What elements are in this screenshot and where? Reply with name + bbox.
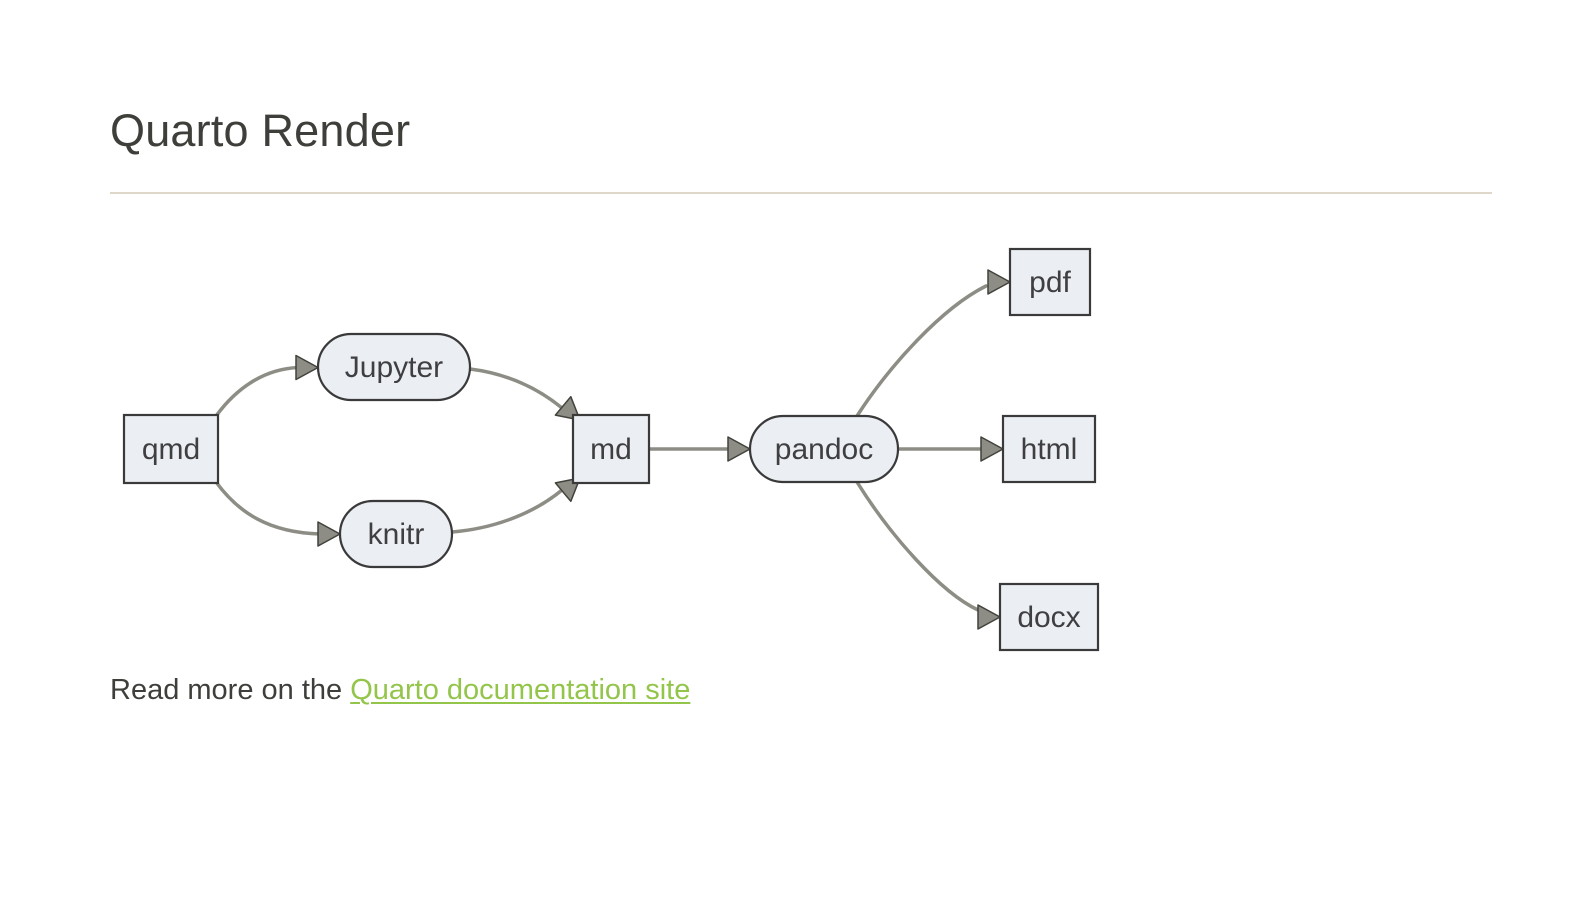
node-html-label: html xyxy=(1021,433,1078,466)
footer-text: Read more on the xyxy=(110,674,351,706)
node-jupyter: Jupyter xyxy=(316,332,472,402)
page-title: Quarto Render xyxy=(110,105,411,156)
node-knitr-label: knitr xyxy=(368,518,425,551)
node-pandoc-label: pandoc xyxy=(775,433,873,466)
arrowhead xyxy=(295,354,319,381)
node-md: md xyxy=(571,413,651,485)
node-pdf-label: pdf xyxy=(1029,266,1071,299)
node-pdf: pdf xyxy=(1008,247,1092,317)
edge-qmd-knitr xyxy=(214,480,341,547)
arrowhead xyxy=(317,521,341,547)
node-docx: docx xyxy=(998,582,1100,652)
node-md-label: md xyxy=(590,433,632,466)
node-qmd: qmd xyxy=(122,413,220,485)
edge-qmd-jupyter xyxy=(214,354,319,418)
edge-jupyter-md xyxy=(468,367,581,421)
quarto-docs-link[interactable]: Quarto documentation site xyxy=(350,674,691,706)
footer-paragraph: Read more on the Quarto documentation si… xyxy=(110,672,690,708)
edge-pandoc-docx xyxy=(855,480,1001,630)
node-knitr: knitr xyxy=(338,499,454,569)
arrowhead xyxy=(977,604,1001,630)
node-qmd-label: qmd xyxy=(142,433,200,466)
flowchart-diagram: qmd Jupyter knitr md pandoc pdf html xyxy=(122,247,1100,652)
node-jupyter-label: Jupyter xyxy=(345,351,443,384)
edge-pandoc-html xyxy=(896,436,1004,462)
edge-pandoc-pdf xyxy=(855,269,1011,418)
edge-knitr-md xyxy=(450,477,581,534)
node-html: html xyxy=(1001,414,1097,484)
horizontal-rule xyxy=(110,192,1492,194)
node-pandoc: pandoc xyxy=(748,414,900,484)
arrowhead xyxy=(980,436,1004,462)
arrowhead xyxy=(727,436,751,462)
arrowhead xyxy=(987,269,1011,295)
edge-md-pandoc xyxy=(647,436,751,462)
node-docx-label: docx xyxy=(1017,601,1080,634)
